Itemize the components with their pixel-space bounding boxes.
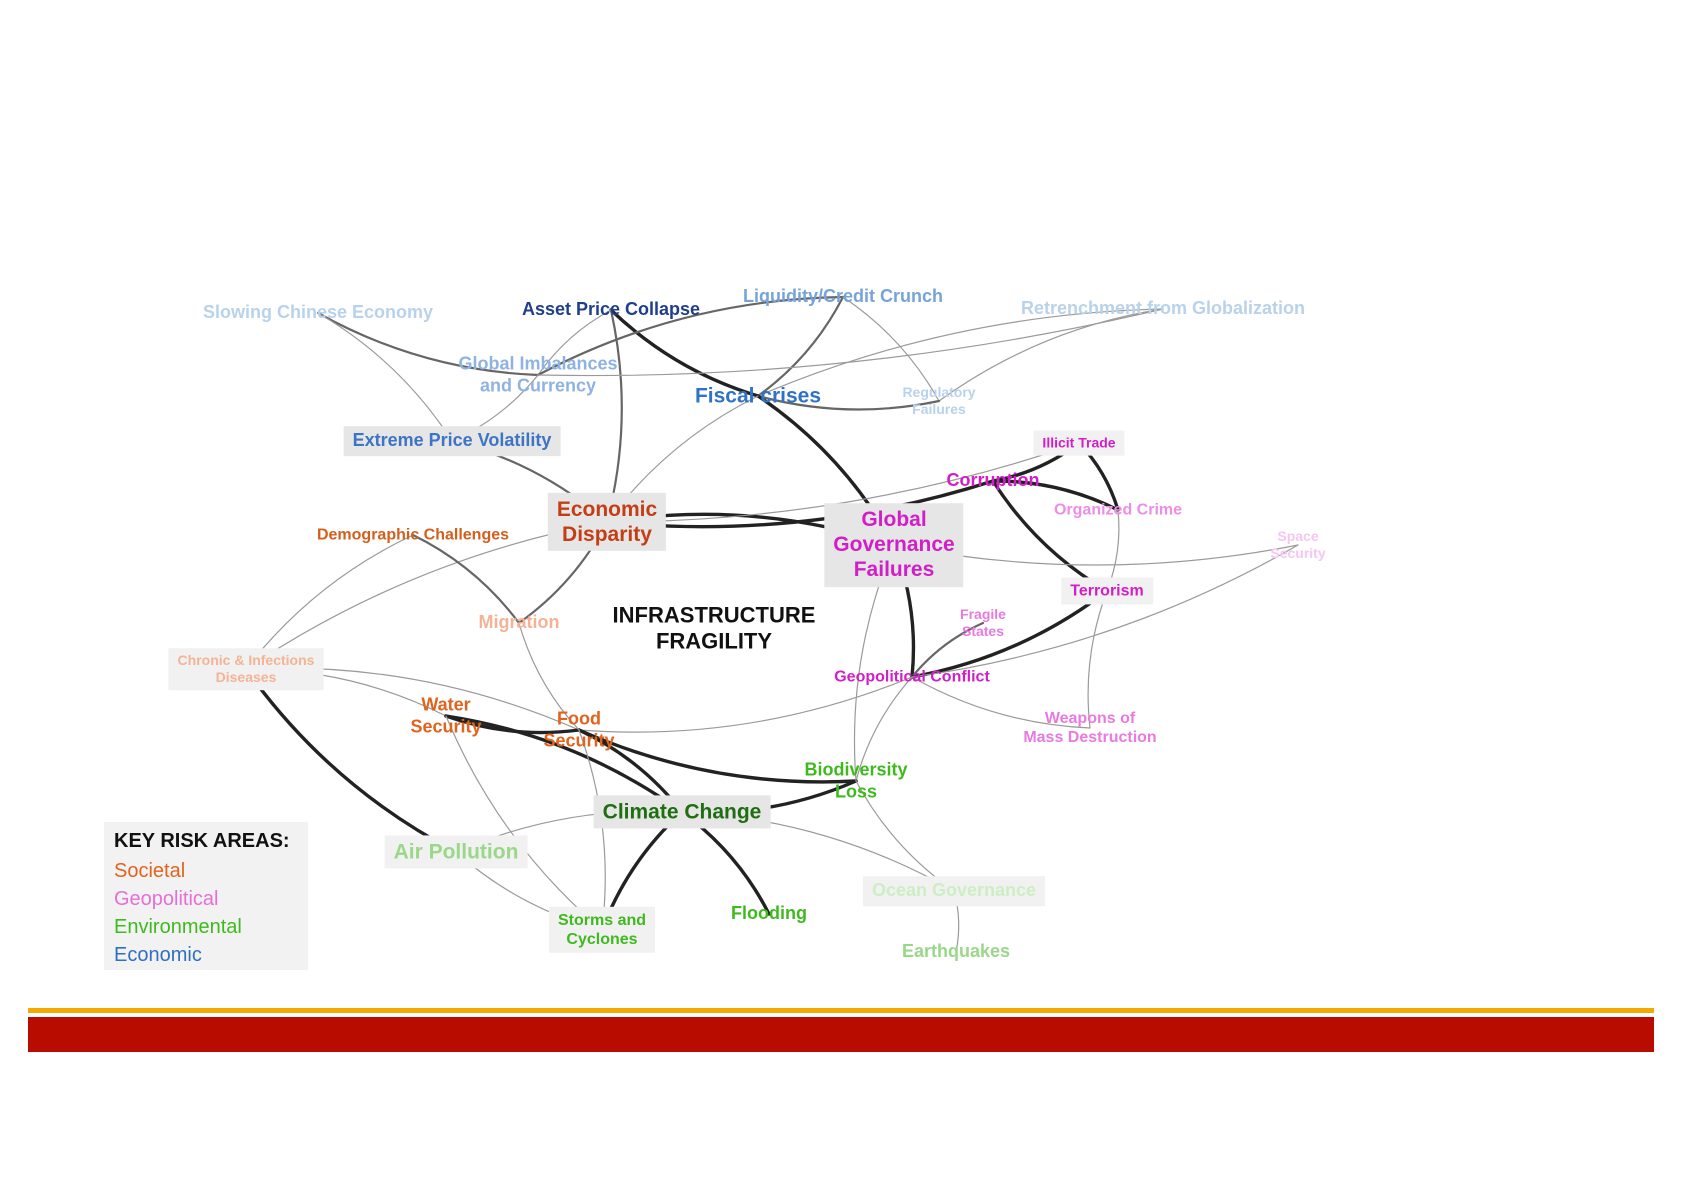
node-illicit-trade: Illicit Trade: [1033, 430, 1125, 456]
node-retrenchment-from-globalization: Retrenchment from Globalization: [1020, 298, 1306, 319]
node-storms-and-cyclones: Storms and Cyclones: [548, 906, 656, 954]
node-demographic-challenges: Demographic Challenges: [316, 526, 510, 544]
node-regulatory-failures: Regulatory Failures: [902, 384, 976, 417]
edge-retrenchment-from-globalization-to-global-imbalances-and-currency: [537, 308, 1164, 377]
node-biodiversity-loss: Biodiversity Loss: [804, 759, 908, 801]
edge-liquidity-credit-crunch-to-regulatory-failures: [842, 296, 940, 402]
edge-corruption-to-organized-crime: [991, 479, 1120, 512]
legend-item-environmental: Environmental: [114, 916, 242, 938]
edge-chronic-infections-diseases-to-air-pollution: [244, 667, 458, 854]
node-corruption: Corruption: [946, 470, 1040, 491]
edge-demographic-challenges-to-migration: [411, 533, 521, 625]
node-terrorism: Terrorism: [1061, 577, 1153, 605]
node-fragile-states: Fragile States: [960, 606, 1006, 639]
edge-slowing-chinese-economy-to-global-imbalances-and-currency: [316, 311, 540, 377]
edge-fragile-states-to-geopolitical-conflict: [910, 621, 985, 679]
node-space-security: Space Security: [1270, 528, 1326, 561]
edge-water-security-to-climate-change: [444, 714, 684, 814]
edge-terrorism-to-geopolitical-conflict: [910, 589, 1109, 679]
node-economic-disparity: Economic Disparity: [547, 492, 667, 552]
node-migration: Migration: [478, 612, 560, 633]
edge-asset-price-collapse-to-fiscal-crises: [609, 308, 760, 398]
edge-retrenchment-from-globalization-to-regulatory-failures: [938, 308, 1164, 402]
edge-economic-disparity-to-illicit-trade: [606, 442, 1080, 523]
node-weapons-of-mass-destruction: Weapons of Mass Destruction: [1023, 709, 1157, 746]
node-air-pollution: Air Pollution: [384, 835, 528, 869]
node-food-security: Food Security: [543, 708, 615, 750]
node-slowing-chinese-economy: Slowing Chinese Economy: [202, 302, 434, 323]
node-ocean-governance: Ocean Governance: [862, 876, 1046, 906]
node-flooding: Flooding: [731, 903, 807, 924]
edge-asset-price-collapse-to-global-imbalances-and-currency: [537, 309, 612, 376]
edge-geopolitical-conflict-to-weapons-of-mass-destruction: [911, 676, 1091, 729]
node-climate-change: Climate Change: [593, 795, 771, 829]
node-extreme-price-volatility: Extreme Price Volatility: [343, 426, 561, 456]
edge-liquidity-credit-crunch-to-global-imbalances-and-currency: [536, 295, 845, 377]
node-global-imbalances-and-currency: Global Imbalances and Currency: [458, 353, 618, 395]
edge-geopolitical-conflict-to-food-security: [578, 676, 913, 733]
edge-slowing-chinese-economy-to-extreme-price-volatility: [317, 312, 453, 442]
footer-accent-line: [28, 1008, 1654, 1013]
node-organized-crime: Organized Crime: [1053, 501, 1183, 519]
legend-item-societal: Societal: [114, 860, 186, 882]
edge-space-security-to-geopolitical-conflict: [911, 544, 1299, 678]
edge-migration-to-food-security: [518, 622, 580, 731]
edge-food-security-to-storms-and-cyclones: [578, 729, 606, 931]
node-earthquakes: Earthquakes: [901, 941, 1011, 962]
node-global-governance-failures: Global Governance Failures: [824, 503, 964, 587]
node-water-security: Water Security: [410, 694, 482, 736]
edge-fiscal-crises-to-regulatory-failures: [756, 394, 941, 411]
node-fiscal-crises: Fiscal crises: [694, 384, 822, 408]
edge-geopolitical-conflict-to-biodiversity-loss: [855, 676, 913, 782]
legend: KEY RISK AREAS: Societal Geopolitical En…: [104, 822, 308, 970]
edge-terrorism-to-weapons-of-mass-destruction: [1087, 590, 1108, 729]
edge-liquidity-credit-crunch-to-fiscal-crises: [756, 295, 845, 398]
footer-band: [28, 1017, 1654, 1052]
legend-item-geopolitical: Geopolitical: [114, 888, 219, 910]
legend-item-economic: Economic: [114, 944, 202, 966]
node-geopolitical-conflict: Geopolitical Conflict: [834, 668, 990, 686]
center-label: INFRASTRUCTURE FRAGILITY: [612, 602, 816, 654]
legend-title: KEY RISK AREAS:: [114, 830, 290, 852]
edge-food-security-to-biodiversity-loss: [577, 728, 858, 784]
edge-retrenchment-from-globalization-to-fiscal-crises: [757, 308, 1164, 397]
node-liquidity-credit-crunch: Liquidity/Credit Crunch: [743, 286, 943, 307]
node-asset-price-collapse: Asset Price Collapse: [521, 299, 701, 320]
node-chronic-infections-diseases: Chronic & Infections Diseases: [168, 648, 324, 690]
